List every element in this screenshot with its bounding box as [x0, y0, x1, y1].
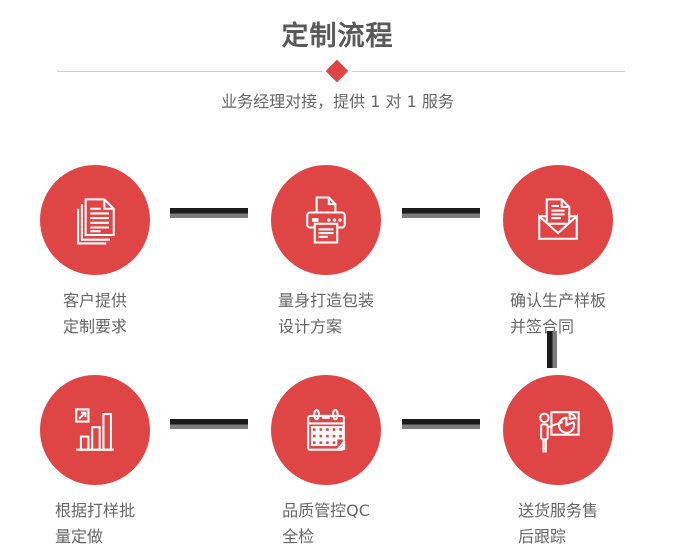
- step-label: 客户提供 定制要求: [63, 288, 127, 340]
- step-label: 品质管控QC 全检: [282, 498, 370, 550]
- step-packaging-design: 量身打造包装 设计方案: [231, 165, 421, 340]
- step-circle: [271, 165, 381, 275]
- step-label-line2: 全检: [282, 527, 315, 546]
- connector-bar-step3-step6: [547, 331, 557, 368]
- documents-icon: [77, 198, 115, 245]
- step-label-line2: 量定做: [54, 527, 103, 546]
- page-title: 定制流程: [281, 21, 394, 52]
- step-label-line1: 送货服务售: [517, 501, 598, 520]
- step-label-line1: 客户提供: [62, 291, 127, 310]
- step-label-line1: 品质管控QC: [282, 501, 370, 520]
- step-batch-production: 根据打样批 量定做: [0, 375, 190, 550]
- connector-bar-step5-step6: [402, 419, 480, 429]
- presentation-icon: [539, 411, 580, 453]
- step-label-line2: 并签合同: [509, 317, 574, 336]
- envelope-icon: [538, 198, 578, 240]
- step-label-line1: 根据打样批: [54, 501, 135, 520]
- step-label-line1: 确认生产样板: [509, 291, 606, 310]
- step-sample-contract: 确认生产样板 并签合同: [463, 165, 653, 340]
- step-circle: [503, 375, 613, 485]
- step-label: 根据打样批 量定做: [55, 498, 135, 550]
- step-circle: [40, 165, 150, 275]
- connector-bar-step4-step5: [170, 419, 248, 429]
- step-delivery-tracking: 送货服务售 后跟踪: [463, 375, 653, 550]
- page-subtitle: 业务经理对接，提供 1 对 1 服务: [221, 92, 454, 111]
- calendar-icon: [307, 408, 346, 451]
- step-circle: [271, 375, 381, 485]
- connector-bar-step2-step3: [402, 208, 480, 218]
- step-label-line1: 量身打造包装: [277, 291, 374, 310]
- printer-icon: [306, 196, 346, 244]
- step-circle: [503, 165, 613, 275]
- diamond-ornament-icon: [325, 59, 349, 83]
- bar-chart-icon: [75, 408, 114, 451]
- step-qc-inspection: 品质管控QC 全检: [231, 375, 421, 550]
- connector-bar-step1-step2: [170, 208, 248, 218]
- step-label-line2: 后跟踪: [517, 527, 566, 546]
- step-label-line2: 定制要求: [62, 317, 127, 336]
- step-label: 量身打造包装 设计方案: [278, 288, 374, 340]
- step-label-line2: 设计方案: [277, 317, 342, 336]
- step-circle: [40, 375, 150, 485]
- step-label: 送货服务售 后跟踪: [518, 498, 598, 550]
- step-label: 确认生产样板 并签合同: [510, 288, 606, 340]
- step-customer-requirements: 客户提供 定制要求: [0, 165, 190, 340]
